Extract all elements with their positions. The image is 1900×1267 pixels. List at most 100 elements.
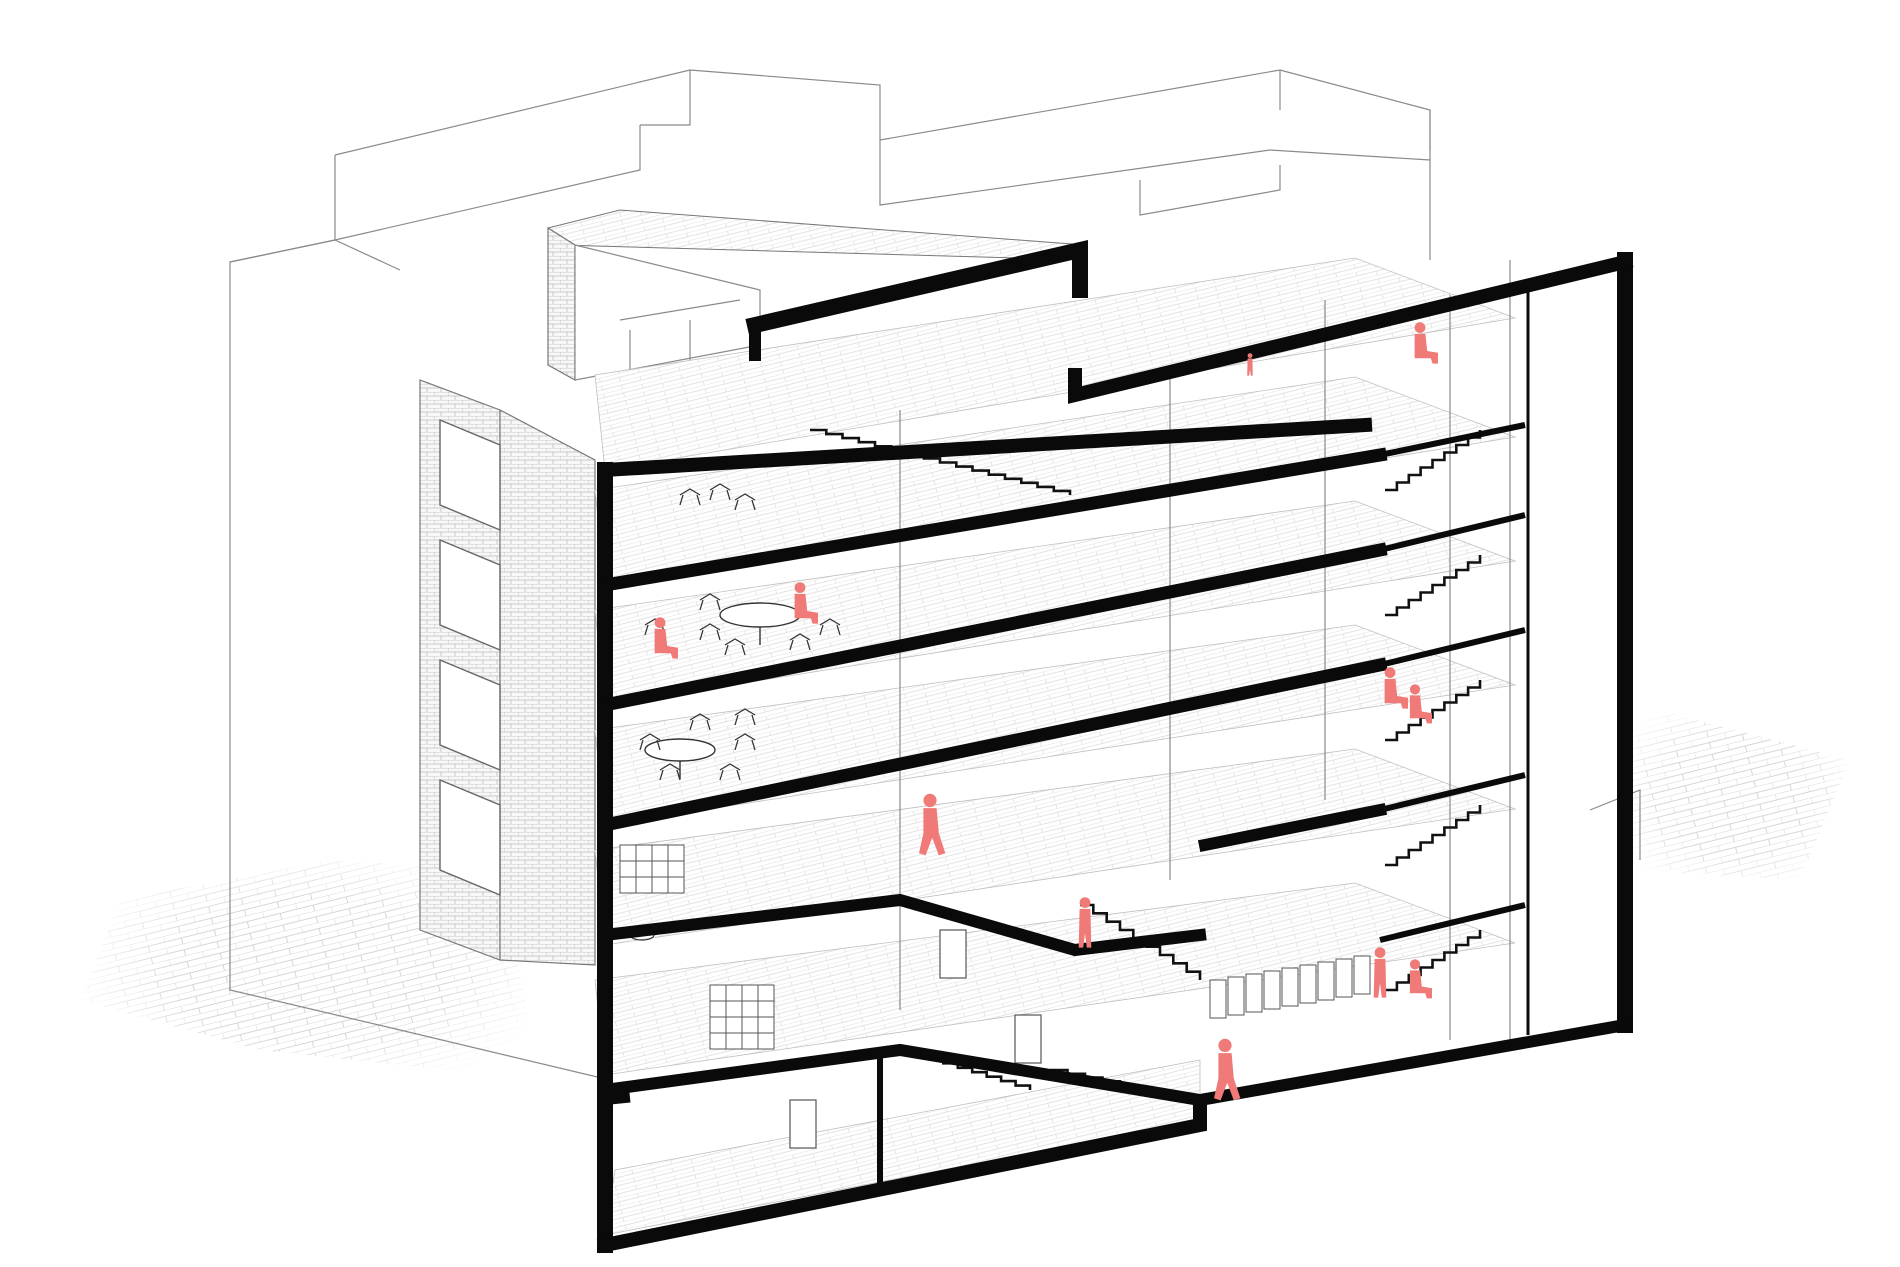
person-body bbox=[1409, 695, 1432, 724]
chair-icon-c2 bbox=[709, 483, 731, 501]
round-table-icon-1 bbox=[719, 602, 801, 628]
chair-icon-b3 bbox=[719, 763, 741, 781]
person-head bbox=[1218, 1038, 1232, 1052]
shelving-icon-2-2-1 bbox=[725, 1016, 743, 1034]
person-body bbox=[1409, 970, 1432, 999]
person-figure-icon-10 bbox=[1409, 959, 1432, 999]
rooftop-pavilion bbox=[547, 209, 1086, 382]
shelving-icon-2-3-0 bbox=[709, 1032, 727, 1050]
chair-icon-b2 bbox=[659, 763, 681, 781]
shelving-icon-2-0-3 bbox=[757, 984, 775, 1002]
shelving-icon-2-0-0 bbox=[709, 984, 727, 1002]
shelving-icon-2-3-3 bbox=[757, 1032, 775, 1050]
person-body bbox=[1414, 333, 1438, 364]
cut-landing-5 bbox=[1379, 902, 1526, 943]
cut-slab-3 bbox=[597, 657, 1388, 833]
locker-8 bbox=[1335, 958, 1353, 998]
shelving-icon-2-3-2 bbox=[741, 1032, 759, 1050]
shelving-icon-2-1-3 bbox=[757, 1000, 775, 1018]
locker-9 bbox=[1353, 955, 1371, 995]
chair-icon-b4 bbox=[734, 733, 756, 751]
cut-slab-split-level bbox=[598, 893, 1207, 957]
chair-icon-b6 bbox=[734, 708, 756, 726]
person-figure-icon-6 bbox=[1409, 684, 1432, 724]
person-figure-icon-4 bbox=[654, 617, 678, 659]
chair-icon-c1 bbox=[679, 488, 701, 506]
cut-landing-4 bbox=[1379, 772, 1526, 813]
shelving-icon-1-0-3 bbox=[667, 844, 685, 862]
stair-switchback-5 bbox=[1385, 930, 1482, 992]
chair-icon-b5 bbox=[689, 713, 711, 731]
cut-landing-3 bbox=[1379, 627, 1526, 668]
stair-switchback-1 bbox=[1385, 430, 1482, 492]
shelving-icon-1-2-0 bbox=[619, 876, 637, 894]
person-head bbox=[923, 793, 937, 807]
chair-icon-a1 bbox=[699, 623, 721, 641]
person-head bbox=[1409, 684, 1421, 695]
person-figure-icon-1 bbox=[1414, 322, 1438, 364]
shelving-icon-1-1-3 bbox=[667, 860, 685, 878]
cut-slab-short bbox=[1197, 802, 1388, 853]
stair-switchback-4 bbox=[1385, 805, 1482, 867]
locker-6 bbox=[1299, 964, 1317, 1004]
stair-top-flight bbox=[810, 428, 1072, 495]
shelving-icon-1-0-2 bbox=[651, 844, 669, 862]
chair-icon-a4 bbox=[819, 618, 841, 636]
ground-paving-right bbox=[1600, 690, 1870, 900]
locker-3 bbox=[1245, 973, 1263, 1013]
person-body bbox=[654, 628, 678, 659]
person-body bbox=[1373, 958, 1387, 998]
cut-slab-1 bbox=[597, 447, 1388, 593]
cut-slab-2 bbox=[597, 542, 1388, 713]
cut-roof-slab-right bbox=[1068, 253, 1634, 404]
locker-1 bbox=[1209, 979, 1227, 1019]
shelving-icon-2-2-3 bbox=[757, 1016, 775, 1034]
people-figures bbox=[654, 322, 1438, 1101]
chair-icon-a2 bbox=[724, 638, 746, 656]
stair-switchback-2 bbox=[1385, 555, 1482, 617]
chair-icon-a3 bbox=[789, 633, 811, 651]
locker-7 bbox=[1317, 961, 1335, 1001]
person-head bbox=[1374, 947, 1386, 958]
chair-icon-b1 bbox=[639, 733, 661, 751]
person-figure-icon-5 bbox=[1384, 667, 1408, 709]
person-head bbox=[1079, 897, 1091, 908]
shelving-icon-2-1-1 bbox=[725, 1000, 743, 1018]
locker-5 bbox=[1281, 967, 1299, 1007]
section-cut-lines bbox=[596, 239, 1634, 1254]
door-icon-1 bbox=[789, 1099, 817, 1149]
cut-basement-floor bbox=[596, 1098, 1207, 1254]
person-head bbox=[1409, 959, 1421, 970]
cut-slab-ground bbox=[598, 1018, 1632, 1107]
person-body bbox=[1078, 908, 1092, 948]
shelving-icon-2-0-2 bbox=[741, 984, 759, 1002]
shelving-icon-1-1-2 bbox=[651, 860, 669, 878]
locker-4 bbox=[1263, 970, 1281, 1010]
person-head bbox=[1247, 353, 1253, 358]
shelving-icon-1-1-1 bbox=[635, 860, 653, 878]
locker-2 bbox=[1227, 976, 1245, 1016]
person-figure-icon-11 bbox=[1214, 1038, 1241, 1101]
person-body bbox=[919, 808, 946, 856]
shelving-icon-2-2-2 bbox=[741, 1016, 759, 1034]
cut-roof-slab-left bbox=[597, 417, 1373, 478]
shelving-icon-1-2-1 bbox=[635, 876, 653, 894]
person-figure-icon-7 bbox=[919, 793, 946, 856]
shelving-icon-1-2-3 bbox=[667, 876, 685, 894]
shelving-icon-1-1-0 bbox=[619, 860, 637, 878]
shelving-icon-1-0-0 bbox=[619, 844, 637, 862]
person-body bbox=[1247, 358, 1253, 376]
cut-pavilion-roof bbox=[745, 239, 1088, 335]
person-head bbox=[1384, 667, 1396, 678]
cut-landing-1 bbox=[1379, 422, 1526, 458]
shelving-icon-2-1-2 bbox=[741, 1000, 759, 1018]
person-body bbox=[1214, 1053, 1241, 1101]
floor-plates bbox=[594, 257, 1517, 1236]
door-icon-2 bbox=[1014, 1014, 1042, 1064]
stair-switchback-3 bbox=[1385, 680, 1482, 742]
person-body bbox=[1384, 678, 1408, 709]
shelving-icon-1-2-2 bbox=[651, 876, 669, 894]
shelving-icon-2-2-0 bbox=[709, 1016, 727, 1034]
